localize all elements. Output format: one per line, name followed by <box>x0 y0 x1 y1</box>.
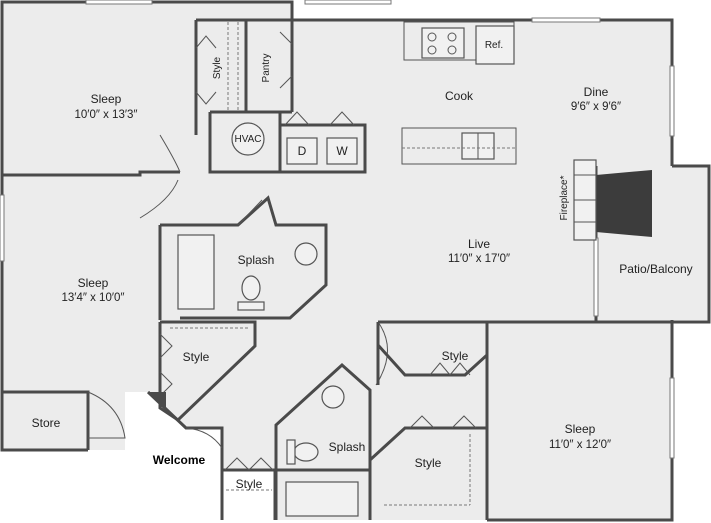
window-dine-top <box>531 17 601 23</box>
exterior-wall-bottom-left <box>0 392 88 452</box>
window-sleep2 <box>0 194 5 262</box>
bath2-wall <box>274 362 372 520</box>
refrigerator <box>475 25 515 65</box>
bifold-door <box>224 457 250 471</box>
window-sleep3 <box>669 377 675 459</box>
cook-label: Cook <box>445 89 474 103</box>
sleep1-label: Sleep <box>91 92 122 106</box>
live-dims: 11′0″ x 17′0″ <box>448 253 510 265</box>
laundry-wall <box>280 123 367 174</box>
sleep1-door-swing <box>159 134 181 173</box>
hvac-wall <box>208 112 282 174</box>
sleep1-dims: 10′0″ x 13′3″ <box>75 109 138 121</box>
sleep3-dims: 11′0″ x 12′0″ <box>549 439 611 451</box>
window-dine-side <box>669 65 675 137</box>
bifold-door <box>409 415 435 429</box>
sleep3-label: Sleep <box>565 422 596 436</box>
toilet-2 <box>293 442 319 462</box>
style-closet-bottom-left-label: Style <box>236 477 263 491</box>
washer-label: W <box>336 144 348 158</box>
toilet-1 <box>241 275 261 301</box>
style-closet-bottom-right-label: Style <box>415 456 442 470</box>
welcome-label: Welcome <box>153 453 206 467</box>
burner <box>447 45 457 55</box>
splash1-label: Splash <box>238 253 275 267</box>
dryer <box>286 137 318 165</box>
style-closet-mid-left-label: Style <box>183 350 210 364</box>
sleep2-dims: 13′4″ x 10′0″ <box>62 292 125 304</box>
fireplace-label: Fireplace* <box>559 175 570 220</box>
bathtub-2 <box>285 481 359 517</box>
bifold-door <box>248 457 274 471</box>
dine-dims: 9′6″ x 9′6″ <box>571 101 621 113</box>
store-door-swing <box>87 391 126 439</box>
entry-door-swing <box>185 427 223 449</box>
style-closet-mid-right-label: Style <box>442 349 469 363</box>
sink-2 <box>321 385 345 409</box>
bifold-door <box>449 362 471 376</box>
stove <box>421 27 465 59</box>
burner <box>427 32 437 42</box>
bifold-door <box>279 31 293 45</box>
splash2-label: Splash <box>329 440 366 454</box>
window-sleep1 <box>85 0 153 5</box>
kitchen-island <box>401 127 517 165</box>
bifold-door <box>195 35 217 49</box>
patio-label: Patio/Balcony <box>619 262 692 276</box>
store-label: Store <box>32 416 61 430</box>
hvac-unit <box>231 122 265 156</box>
pantry-label: Pantry <box>261 54 272 83</box>
style-closet-top-label: Style <box>212 56 223 79</box>
hvac-label: HVAC <box>234 134 261 145</box>
burner <box>427 45 437 55</box>
entry-wall <box>146 390 224 520</box>
bifold-door <box>429 362 451 376</box>
fireplace-firebox <box>596 170 652 237</box>
bifold-door <box>279 75 293 89</box>
live-label: Live <box>468 237 490 251</box>
bifold-door <box>451 415 477 429</box>
bath2-door-swing <box>375 321 388 386</box>
ref-label: Ref. <box>485 40 503 51</box>
toilet-1-tank <box>237 301 265 311</box>
sleep2-label: Sleep <box>78 276 109 290</box>
dine-label: Dine <box>584 85 609 99</box>
sink-1 <box>294 242 318 266</box>
window-kitchen <box>304 0 392 5</box>
sleep2-door-swing <box>139 179 179 219</box>
closet-mid-right <box>376 320 489 377</box>
entry-exterior <box>0 392 275 523</box>
sleep1-wall <box>2 170 180 177</box>
laundry-door <box>284 111 310 126</box>
laundry-door <box>329 111 355 126</box>
bifold-door <box>195 91 217 105</box>
window-patio-door <box>593 237 599 317</box>
bathtub-1 <box>177 234 215 310</box>
bifold-door <box>159 333 173 359</box>
burner <box>447 32 457 42</box>
washer <box>326 137 358 165</box>
entry-marker <box>148 392 166 410</box>
patio-exterior-band <box>676 0 711 166</box>
bath1-door-swing <box>237 199 263 226</box>
dryer-label: D <box>298 144 307 158</box>
toilet-2-tank <box>286 439 296 465</box>
